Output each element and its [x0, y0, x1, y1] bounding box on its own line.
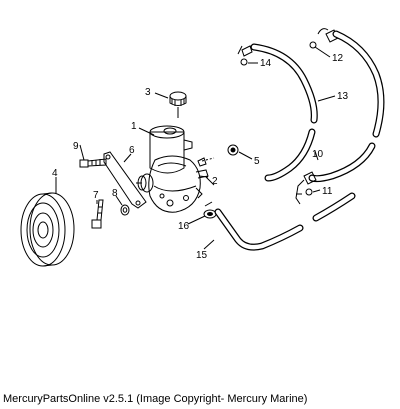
bracket-part-6	[103, 151, 147, 209]
clamp-part-16	[203, 201, 217, 219]
callout-10: 10	[312, 149, 324, 160]
seal-part-14	[240, 58, 248, 66]
callout-6: 6	[129, 145, 135, 156]
seal-part-12	[309, 41, 317, 49]
callout-11: 11	[322, 186, 333, 197]
callout-4: 4	[52, 168, 58, 179]
callout-7: 7	[93, 190, 99, 201]
callout-13: 13	[337, 91, 349, 102]
callout-labels: 1 2 3 4 5 6 7 8 9 10 11 12 13 14 15 16	[52, 53, 349, 261]
return-hose-part-15	[214, 192, 356, 251]
copyright-caption: MercuryPartsOnline v2.5.1 (Image Copyrig…	[3, 393, 308, 405]
callout-14: 14	[260, 58, 272, 69]
callout-3: 3	[145, 87, 151, 98]
dipstick-cap-part-3	[169, 91, 187, 118]
fitting-part-2	[197, 157, 215, 186]
callout-1: 1	[131, 121, 137, 132]
pump-body	[136, 155, 209, 213]
seal-part-11	[305, 188, 313, 196]
callout-15: 15	[196, 250, 208, 261]
callout-5: 5	[254, 156, 260, 167]
bolt-part-7	[91, 199, 104, 229]
power-steering-exploded-diagram: 1 2 3 4 5 6 7 8 9 10 11 12 13 14 15 16	[20, 28, 385, 267]
bolt-part-9	[79, 158, 107, 168]
callout-8: 8	[112, 188, 118, 199]
callout-12: 12	[332, 53, 344, 64]
callout-9: 9	[73, 141, 79, 152]
pulley-part-4	[20, 192, 75, 267]
pump-reservoir-part-1	[149, 125, 193, 174]
callout-2: 2	[212, 176, 218, 187]
washer-part-8	[120, 204, 130, 216]
leader-lines	[55, 46, 336, 250]
pressure-hose-part-13	[237, 43, 318, 182]
nut-part-5	[227, 144, 239, 156]
hose-part-10	[295, 28, 385, 205]
callout-16: 16	[178, 221, 190, 232]
